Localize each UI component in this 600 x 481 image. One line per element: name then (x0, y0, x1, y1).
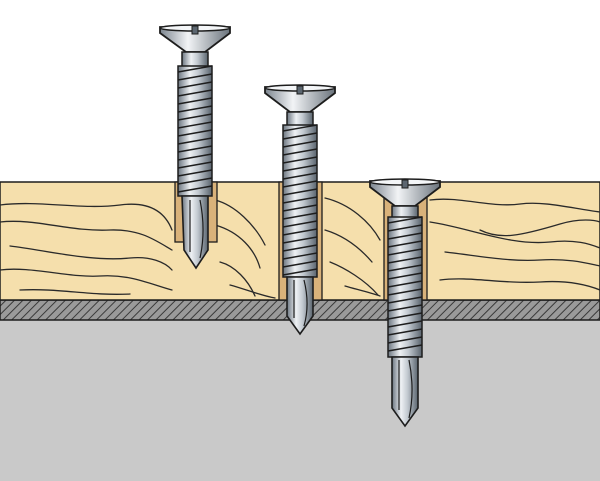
base-panel (0, 320, 600, 481)
wood-grain (0, 197, 600, 299)
screw-3 (369, 178, 441, 428)
screw-1 (159, 24, 231, 270)
screw-2 (264, 84, 336, 336)
